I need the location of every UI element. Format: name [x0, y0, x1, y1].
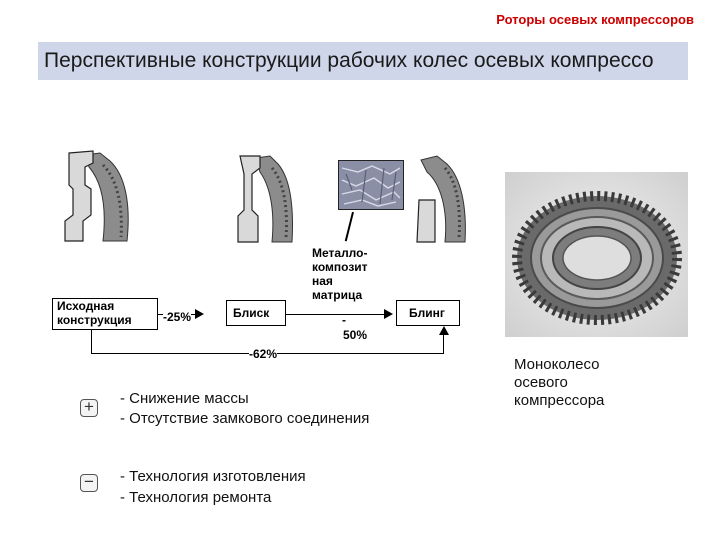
- photo-caption-line3: компрессора: [514, 392, 605, 409]
- metal-matrix-composite-image: [338, 160, 404, 210]
- arrow-up-to-bling: [439, 326, 449, 335]
- initial-design-label-line1: Исходная: [57, 299, 115, 313]
- bling-section-image: [405, 150, 470, 245]
- blisk-label: Блиск: [233, 306, 270, 320]
- flow-line-total-right: [443, 334, 444, 354]
- flow-line-total-left: [91, 330, 92, 354]
- minus-icon: −: [80, 472, 98, 492]
- mmc-label-line4: матрица: [312, 288, 363, 302]
- flow-line-blisk-to-mmc: [286, 314, 314, 315]
- minus-sign: −: [84, 472, 94, 491]
- blisk-section-image: [230, 150, 298, 245]
- initial-design-section-image: [55, 145, 135, 245]
- slide-header: Роторы осевых компрессоров: [496, 12, 694, 27]
- arrow-to-bling: [384, 309, 393, 319]
- mmc-label-line3: ная: [312, 274, 333, 288]
- slide-title: Перспективные конструкции рабочих колес …: [44, 49, 654, 72]
- photo-caption-line1: Моноколесо: [514, 356, 600, 373]
- monowheel-photo: [505, 172, 688, 337]
- plus-sign: +: [84, 397, 94, 416]
- pct-total: -62%: [249, 347, 278, 361]
- mmc-leader-line: [344, 211, 354, 242]
- mmc-label-line2: композит: [312, 260, 368, 274]
- pro-no-lock-joint: - Отсутствие замкового соединения: [120, 410, 370, 427]
- pct-bling: 50%: [343, 328, 368, 342]
- flow-line-mmc-to-bling: [312, 314, 386, 315]
- title-banner: Перспективные конструкции рабочих колес …: [38, 42, 688, 80]
- photo-caption: Моноколесо осевого компрессора: [514, 356, 604, 410]
- bling-label: Блинг: [409, 306, 445, 320]
- photo-caption-line2: осевого: [514, 374, 568, 391]
- arrow-to-blisk: [195, 309, 204, 319]
- pct-blisk: -25%: [163, 310, 192, 324]
- bling-box: Блинг: [396, 300, 460, 326]
- pct-bling-dash: -: [342, 313, 346, 327]
- con-repair: - Технология ремонта: [120, 489, 272, 506]
- mmc-label: Металло- композит ная матрица: [312, 246, 380, 302]
- blisk-box: Блиск: [226, 300, 286, 326]
- con-manufacturing: - Технология изготовления: [120, 468, 306, 485]
- mmc-label-line1: Металло-: [312, 246, 368, 260]
- plus-icon: +: [80, 397, 98, 417]
- initial-design-label-line2: конструкция: [57, 313, 132, 327]
- initial-design-box: Исходная конструкция: [52, 298, 158, 330]
- pro-mass-reduction: - Снижение массы: [120, 390, 249, 407]
